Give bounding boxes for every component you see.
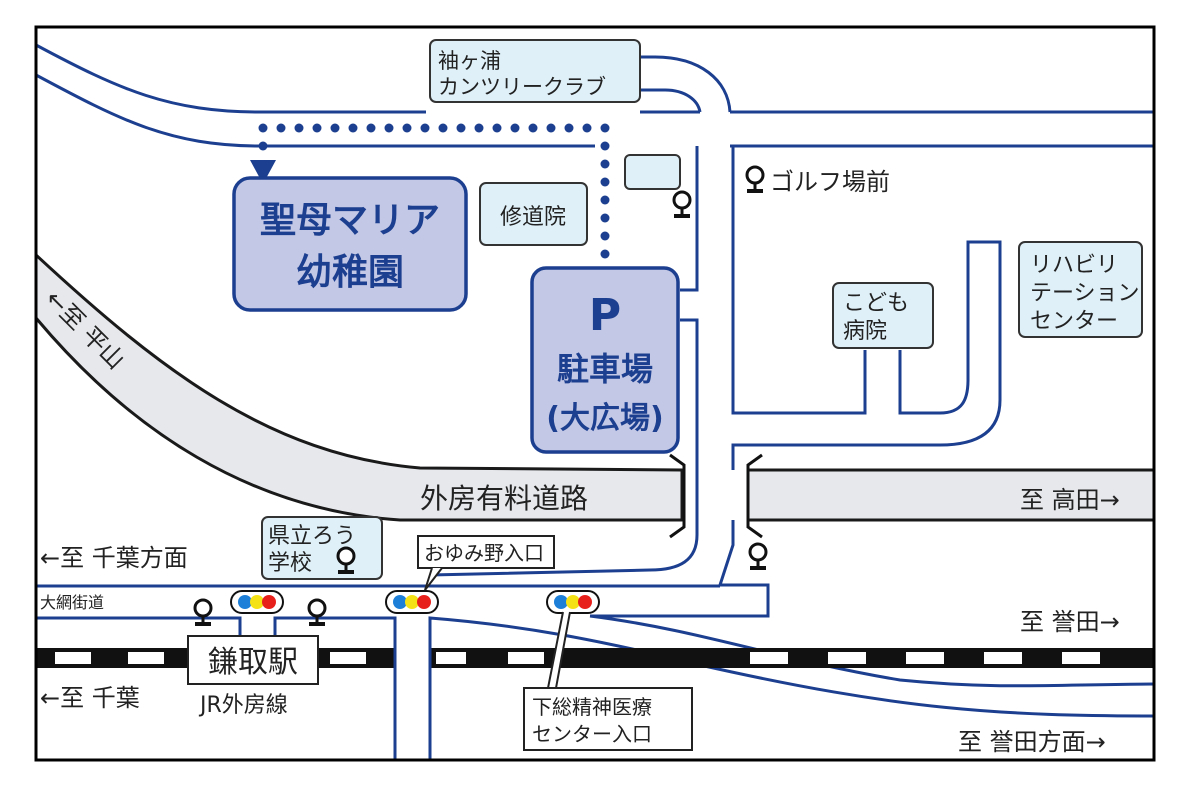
- route-arrow-icon: [250, 160, 276, 184]
- direction-homareda: 至 誉田→: [1020, 608, 1120, 636]
- monastery-label: 修道院: [479, 182, 588, 246]
- route-dot: [420, 123, 430, 133]
- route-dot: [402, 123, 412, 133]
- parking-name-line1: 駐車場: [557, 350, 653, 388]
- shimousa-line1: 下総精神医療: [532, 695, 652, 719]
- bus-stop-name: ゴルフ場前: [770, 168, 890, 196]
- bus-stop-icon: [672, 190, 692, 220]
- walking-route: [258, 123, 610, 259]
- route-dot: [600, 231, 610, 241]
- route-dot: [384, 123, 394, 133]
- deaf-school-line2: 学校: [268, 551, 312, 576]
- rehab-center-label: リハビリ テーション センター: [1018, 241, 1143, 338]
- route-dot: [258, 141, 268, 151]
- route-dot: [582, 123, 592, 133]
- rehab-line3: センター: [1030, 309, 1118, 334]
- golf-club-name-line2: カンツリークラブ: [438, 75, 606, 99]
- map-frame: [34, 25, 1156, 762]
- parking-icon: P: [589, 290, 621, 341]
- route-dot: [438, 123, 448, 133]
- route-dot: [600, 177, 610, 187]
- route-dot: [546, 123, 556, 133]
- toll-road-name: 外房有料道路: [420, 482, 588, 515]
- childrens-hospital-label: こども 病院: [832, 282, 934, 349]
- small-building: [624, 154, 681, 190]
- golf-club-label: 袖ヶ浦 カンツリークラブ: [429, 39, 641, 103]
- shimousa-line2: センター入口: [532, 722, 652, 746]
- route-dot: [600, 249, 610, 259]
- golf-club-name-line1: 袖ヶ浦: [438, 49, 501, 73]
- route-dot: [294, 123, 304, 133]
- station-name: 鎌取駅: [208, 645, 298, 680]
- route-dot: [510, 123, 520, 133]
- route-dot: [600, 195, 610, 205]
- bus-stop-icon: [748, 542, 768, 572]
- direction-homareda-area: 至 誉田方面→: [958, 728, 1106, 756]
- route-dot: [366, 123, 376, 133]
- destination-name-line1: 聖母マリア: [260, 200, 440, 241]
- shimousa-center-entrance-label: 下総精神医療 センター入口: [523, 611, 693, 751]
- route-dot: [330, 123, 340, 133]
- traffic-signal-icon: [230, 590, 284, 614]
- direction-takada: 至 高田→: [1020, 486, 1120, 514]
- bus-stop-icon: [193, 598, 213, 628]
- rehab-line2: テーション: [1030, 281, 1140, 306]
- route-dot: [600, 213, 610, 223]
- route-dot: [528, 123, 538, 133]
- direction-chiba-area: ←至 千葉方面: [40, 544, 188, 572]
- route-dot: [276, 123, 286, 133]
- bus-stop-golf-front: ゴルフ場前: [745, 165, 890, 196]
- oyumino-entrance-label: おゆみ野入口: [417, 535, 555, 591]
- rehab-line1: リハビリ: [1030, 253, 1118, 278]
- destination-kindergarten[interactable]: 聖母マリア 幼稚園: [232, 176, 468, 312]
- deaf-school-label: 県立ろう 学校: [261, 516, 383, 580]
- north-south-road: [429, 146, 1002, 618]
- bus-stop-icon: [307, 598, 327, 628]
- railway-line-name: JR外房線: [198, 693, 288, 718]
- childrens-hospital-line2: 病院: [843, 319, 887, 344]
- traffic-signal-icon: [385, 590, 439, 614]
- deaf-school-line1: 県立ろう: [268, 524, 356, 549]
- route-dot: [456, 123, 466, 133]
- route-dot: [600, 159, 610, 169]
- route-dot: [474, 123, 484, 133]
- top-road: [36, 43, 1154, 148]
- route-dot: [348, 123, 358, 133]
- destination-name-line2: 幼稚園: [296, 252, 404, 293]
- route-dot: [564, 123, 574, 133]
- ohami-kaido-road: [36, 584, 1154, 760]
- traffic-signal-icon: [546, 590, 600, 614]
- ohami-kaido-name: 大網街道: [40, 593, 104, 612]
- route-dot: [492, 123, 502, 133]
- route-dot: [312, 123, 322, 133]
- direction-chiba: ←至 千葉: [40, 684, 140, 712]
- kamatori-station[interactable]: 鎌取駅: [187, 635, 319, 685]
- route-dot: [600, 123, 610, 133]
- oyumino-entrance-name: おゆみ野入口: [424, 541, 544, 565]
- monastery-name: 修道院: [500, 205, 566, 230]
- route-dot: [600, 141, 610, 151]
- childrens-hospital-line1: こども: [843, 291, 909, 316]
- parking-area[interactable]: P 駐車場 (大広場): [530, 266, 680, 454]
- route-dot: [258, 123, 268, 133]
- parking-name-line2: (大広場): [546, 401, 663, 436]
- toll-road: [36, 252, 1154, 539]
